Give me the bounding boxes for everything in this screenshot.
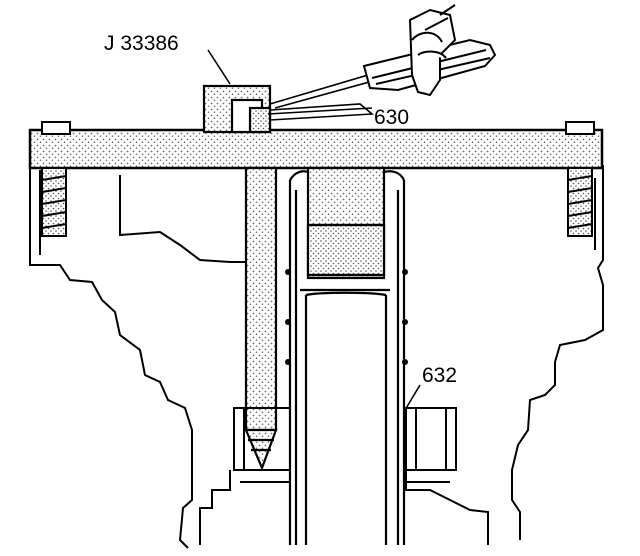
retaining-rings [285,269,408,365]
label-tool-number: J 33386 [104,32,179,55]
center-shaft [288,166,406,545]
label-part-630: 630 [374,106,409,129]
housing-right [511,165,604,540]
housing-left [29,165,245,549]
tool-pin [244,166,278,471]
tool-crossbar [28,128,604,170]
label-part-632: 632 [422,364,457,387]
hand-illustration [362,4,497,97]
right-bolt [565,121,595,237]
leader-lines [207,49,421,411]
lower-component [199,407,489,545]
tool-block [202,84,272,134]
left-bolt [41,121,71,237]
